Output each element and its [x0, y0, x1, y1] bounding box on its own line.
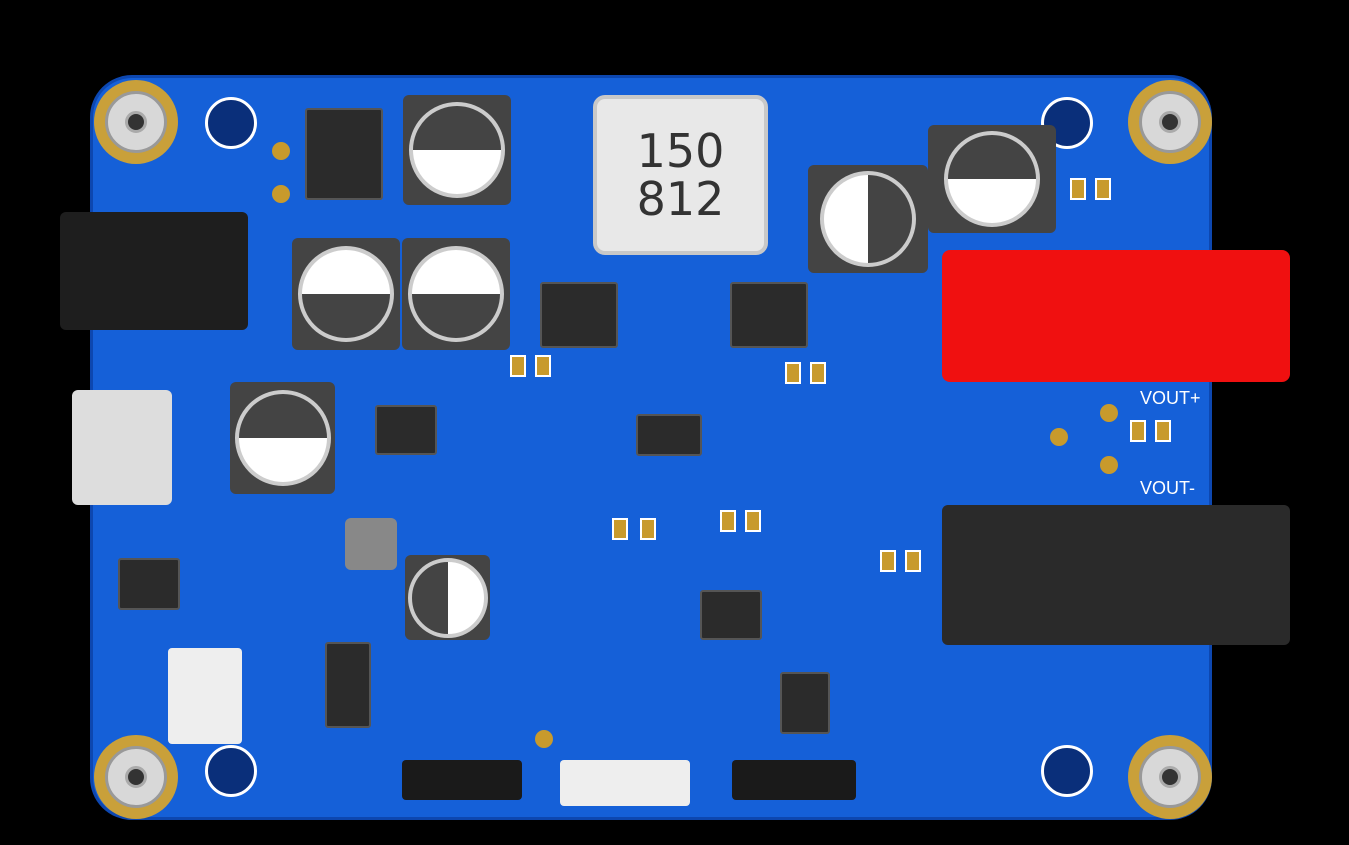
- electrolytic-capacitor: [230, 382, 335, 494]
- mounting-hole-bottom-right: [1128, 735, 1212, 819]
- test-pad: [1100, 456, 1118, 474]
- ic-chip: [118, 558, 180, 610]
- test-pad: [1050, 428, 1068, 446]
- ic-chip: [636, 414, 702, 456]
- mounting-hole-top-right: [1128, 80, 1212, 164]
- ic-chip: [700, 590, 762, 640]
- smd-component: [1155, 420, 1171, 442]
- electrolytic-capacitor: [808, 165, 928, 273]
- electrolytic-capacitor: [292, 238, 400, 350]
- red-output-terminal: [942, 250, 1290, 382]
- electrolytic-capacitor: [405, 555, 490, 640]
- smd-component: [535, 355, 551, 377]
- inductor-marking-line2: 812: [636, 172, 725, 226]
- smd-component: [640, 518, 656, 540]
- smd-component: [880, 550, 896, 572]
- ffc-connector: [732, 760, 856, 800]
- smd-component: [510, 355, 526, 377]
- test-pad: [1100, 404, 1118, 422]
- smd-component: [1130, 420, 1146, 442]
- ic-chip: [375, 405, 437, 455]
- via-hole: [205, 97, 257, 149]
- black-output-terminal: [942, 505, 1290, 645]
- electrolytic-capacitor: [402, 238, 510, 350]
- ic-chip: [780, 672, 830, 734]
- jst-connector: [560, 760, 690, 806]
- smd-component: [1095, 178, 1111, 200]
- regulator: [325, 642, 371, 728]
- test-pad: [272, 142, 290, 160]
- vout-minus-label: VOUT-: [1140, 478, 1196, 498]
- small-inductor: [345, 518, 397, 570]
- smd-component: [745, 510, 761, 532]
- ic-chip: [540, 282, 618, 348]
- diode: [305, 108, 383, 200]
- mounting-hole-bottom-left: [94, 735, 178, 819]
- mounting-hole-top-left: [94, 80, 178, 164]
- power-inductor: 150 812: [593, 95, 768, 255]
- test-pad: [535, 730, 553, 748]
- electrolytic-capacitor: [928, 125, 1056, 233]
- smd-component: [1070, 178, 1086, 200]
- usb-c-connector: [72, 390, 172, 505]
- via-hole: [1041, 745, 1093, 797]
- inductor-marking-line1: 150: [636, 124, 725, 178]
- jst-connector: [168, 648, 242, 744]
- dc-barrel-jack: [60, 212, 248, 330]
- test-pad: [272, 185, 290, 203]
- ic-chip: [730, 282, 808, 348]
- smd-component: [720, 510, 736, 532]
- via-hole: [205, 745, 257, 797]
- vout-plus-label: VOUT+: [1140, 388, 1201, 408]
- electrolytic-capacitor: [403, 95, 511, 205]
- smd-component: [785, 362, 801, 384]
- ffc-connector: [402, 760, 522, 800]
- smd-component: [810, 362, 826, 384]
- smd-component: [612, 518, 628, 540]
- smd-component: [905, 550, 921, 572]
